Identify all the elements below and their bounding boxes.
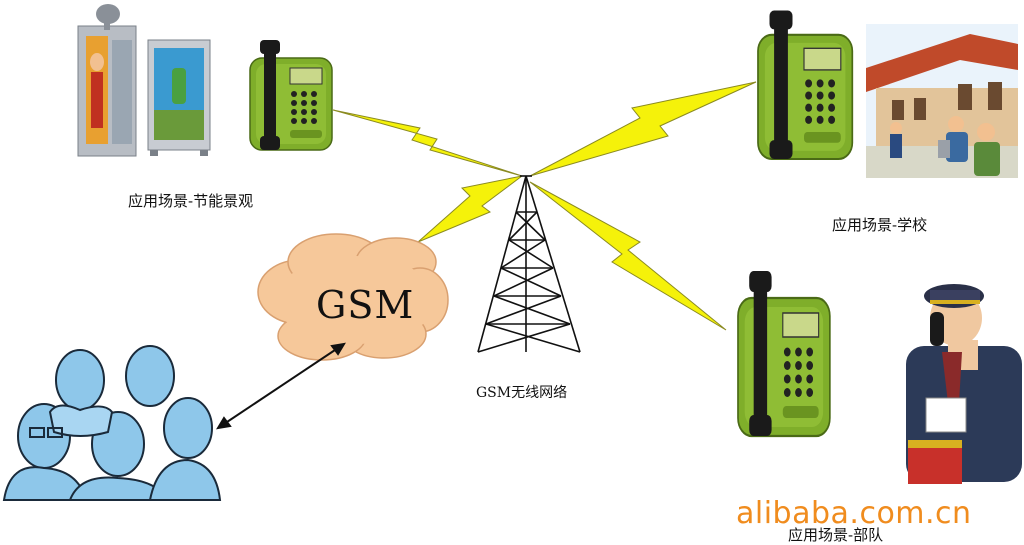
- lightning-bolt-landscape: [332, 109, 523, 177]
- label-army-scenario: 应用场景-部队: [788, 526, 884, 544]
- school-scene-image: [866, 24, 1018, 178]
- landscape-kiosks-image: [77, 4, 211, 157]
- gsm-cloud-label: GSM: [316, 283, 415, 327]
- label-school-scenario: 应用场景-学校: [832, 216, 928, 234]
- lightning-bolts: [332, 81, 757, 331]
- label-landscape-scenario: 应用场景-节能景观: [128, 192, 254, 210]
- soldier-on-phone-image: [906, 284, 1022, 484]
- lightning-bolt-army: [529, 181, 727, 331]
- payphone-school-icon: [756, 9, 854, 161]
- lightning-bolt-school: [529, 81, 757, 177]
- payphone-army-icon: [736, 269, 831, 438]
- label-gsm-network: GSM无线网络: [476, 385, 568, 401]
- alibaba-watermark: alibaba.com.cn: [736, 496, 972, 531]
- gsm-cloud-icon: [257, 233, 449, 361]
- lightning-bolt-cloud: [417, 175, 523, 243]
- people-group-image: [2, 345, 222, 501]
- payphone-landscape-icon: [249, 39, 333, 151]
- radio-tower-icon: [477, 175, 581, 353]
- connection-arrow: [216, 342, 346, 430]
